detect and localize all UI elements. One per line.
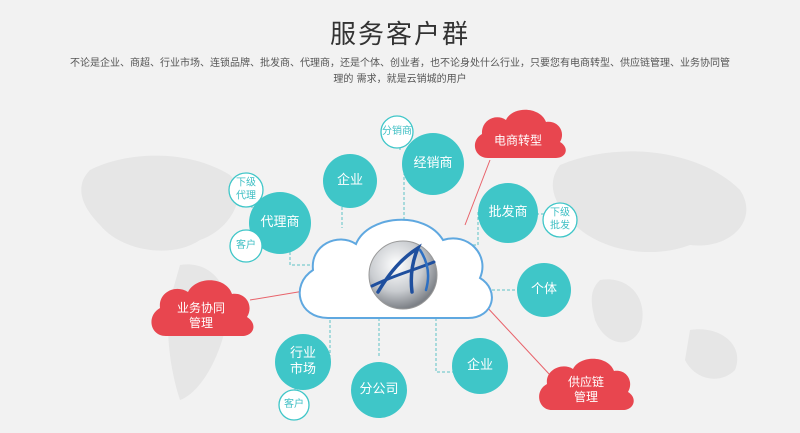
logo-globe-icon (368, 240, 438, 310)
node-individual (517, 263, 571, 317)
node-sub-agent (228, 172, 264, 208)
cloud-supply-chain (539, 358, 634, 410)
label-ecommerce: 电商转型 (493, 133, 543, 148)
label-wholesaler: 批发商 (488, 204, 528, 220)
node-customer-bottom (278, 389, 310, 421)
node-industry-market (275, 334, 331, 390)
node-enterprise-top (323, 154, 377, 208)
page-title: 服务客户群 (329, 20, 470, 50)
label-enterprise-top: 企业 (336, 172, 364, 188)
label-industry-market: 行业 市场 (289, 345, 317, 377)
cloud-business-collab (151, 280, 254, 336)
label-sub-wholesaler: 下级 批发 (550, 207, 570, 232)
node-sub-distributor (380, 115, 414, 149)
node-wholesaler (478, 183, 538, 243)
node-branch (351, 362, 407, 418)
node-distributor (402, 133, 464, 195)
label-sub-agent: 下级 代理 (236, 177, 256, 202)
label-agent: 代理商 (260, 214, 300, 230)
label-customer-bottom: 客户 (284, 398, 304, 410)
teal-nodes (249, 133, 571, 418)
label-branch: 分公司 (359, 381, 399, 397)
label-individual: 个体 (530, 281, 558, 297)
label-enterprise-bottom: 企业 (466, 357, 494, 373)
small-nodes (228, 115, 578, 421)
node-customer-left (229, 229, 263, 263)
red-clouds (151, 109, 634, 410)
label-supply-chain: 供应链 管理 (567, 375, 605, 404)
node-sub-wholesaler (542, 202, 578, 238)
node-enterprise-bottom (452, 338, 508, 394)
label-distributor: 经销商 (413, 155, 453, 171)
label-sub-distributor: 分销商 (382, 125, 412, 137)
label-business-collab: 业务协同 管理 (176, 301, 226, 330)
node-agent (249, 192, 311, 254)
cloud-ecommerce (474, 109, 566, 158)
page-description: 不论是企业、商超、行业市场、连锁品牌、批发商、代理商，还是个体、创业者，也不论身… (70, 58, 730, 85)
label-customer-left: 客户 (236, 239, 256, 251)
